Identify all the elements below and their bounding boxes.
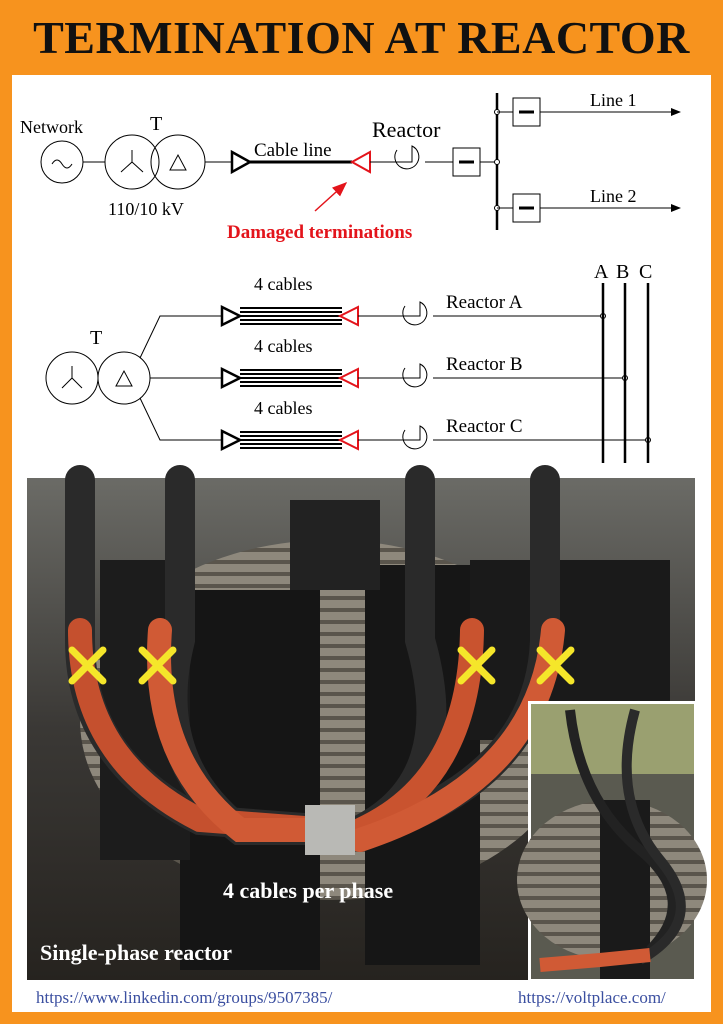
- bundle-label: 4 cables: [254, 274, 312, 294]
- cable-clamp: [305, 805, 355, 855]
- damaged-termination-icon: [349, 150, 371, 174]
- single-line-diagram: Network T 110/10 kV Cable line Reactor L…: [20, 90, 681, 243]
- reactor-label: Reactor: [372, 117, 441, 142]
- reactor-a-label: Reactor A: [446, 292, 523, 313]
- reactor-b-label: Reactor B: [446, 354, 523, 375]
- phase-b-label: B: [616, 261, 629, 283]
- damaged-terminations-label: Damaged terminations: [227, 222, 412, 243]
- three-phase-diagram: T A B C 4 cables 4 cables 4 cables React…: [45, 261, 652, 463]
- reactor-icon: [402, 363, 428, 388]
- transformer-label: T: [90, 327, 102, 349]
- transformer-wye-icon: [104, 134, 160, 190]
- damaged-termination-icon: [337, 367, 359, 389]
- bundle-label: 4 cables: [254, 398, 312, 418]
- phase-c-label: C: [639, 261, 652, 283]
- termination-icon: [230, 149, 253, 175]
- transformer-delta-icon: [97, 351, 151, 405]
- damage-markers: [68, 646, 575, 685]
- page-title: TERMINATION AT REACTOR: [33, 12, 690, 63]
- termination-icon: [220, 366, 243, 390]
- reactor-photo: 4 cables per phase Single-phase reactor: [27, 465, 707, 982]
- inset-photo-damaged-termination: [517, 701, 707, 982]
- termination-icon: [220, 428, 243, 452]
- phase-a-label: A: [594, 261, 609, 283]
- pointer-arrow: [314, 181, 348, 212]
- linkedin-link[interactable]: https://www.linkedin.com/groups/9507385/: [36, 988, 333, 1007]
- source-icon: [40, 140, 84, 184]
- damaged-termination-icon: [337, 305, 359, 327]
- cable-line-label: Cable line: [254, 140, 332, 161]
- cables-per-phase-caption: 4 cables per phase: [223, 878, 393, 903]
- reactor-icon: [394, 145, 420, 170]
- line1-label: Line 1: [590, 90, 637, 110]
- reactor-icon: [402, 301, 428, 326]
- network-label: Network: [20, 117, 83, 137]
- voltage-label: 110/10 kV: [108, 199, 184, 219]
- damaged-termination-icon: [337, 429, 359, 451]
- single-phase-caption: Single-phase reactor: [40, 940, 232, 965]
- line2-label: Line 2: [590, 186, 637, 206]
- voltplace-link[interactable]: https://voltplace.com/: [518, 988, 666, 1007]
- bundle-label: 4 cables: [254, 336, 312, 356]
- termination-icon: [220, 304, 243, 328]
- reactor-icon: [402, 425, 428, 450]
- reactor-c-label: Reactor C: [446, 416, 523, 437]
- transformer-label: T: [150, 113, 162, 135]
